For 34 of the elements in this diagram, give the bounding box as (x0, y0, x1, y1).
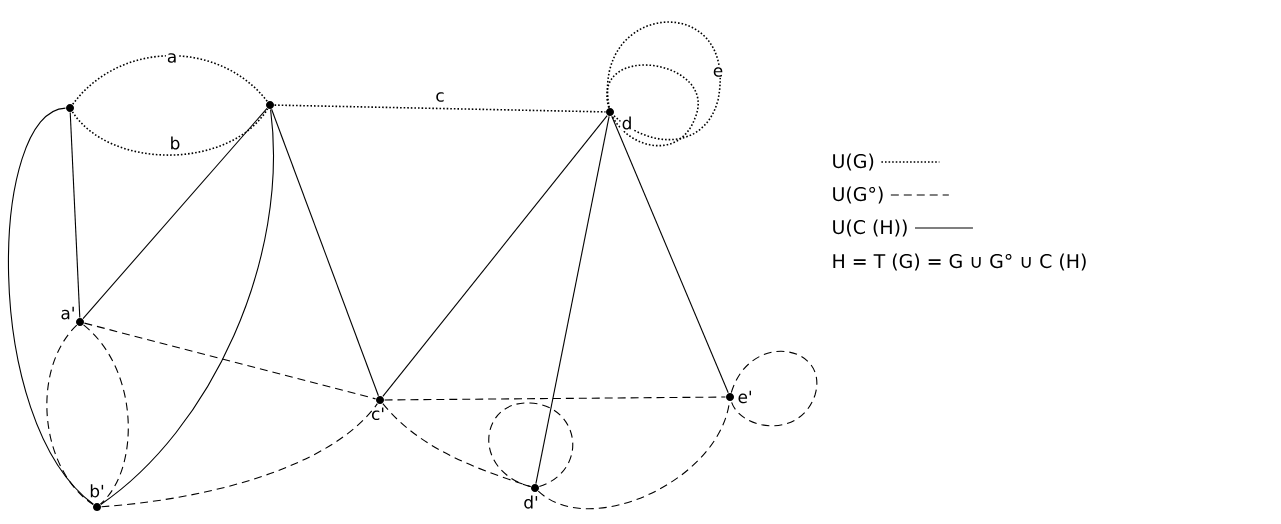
edge-label: e (711, 66, 725, 78)
edge-label: b (168, 135, 182, 151)
edge-line (535, 115, 610, 485)
edge-line (611, 115, 729, 394)
edge-line (101, 403, 378, 508)
vertex-label: e' (738, 390, 751, 404)
vertex-label: d' (524, 495, 538, 509)
legend-entry: U(G) (833, 153, 874, 171)
edge-label: d (620, 115, 634, 131)
edge-label: c (434, 91, 446, 103)
edge-line (8, 107, 94, 505)
vertex-label: c' (371, 407, 384, 421)
equation-text: H = T (G) = G ∪ G° ∪ C (H) (833, 253, 1086, 271)
vertex-label: a' (61, 306, 74, 320)
edge-line (100, 108, 274, 505)
edge-line (83, 324, 129, 505)
edge-line (71, 54, 269, 106)
edge-line (606, 21, 721, 141)
edge-line (83, 322, 377, 400)
edge-line (382, 115, 608, 397)
edge-label: a (165, 52, 179, 64)
edge-line (384, 396, 726, 401)
edge-line (69, 112, 81, 318)
edge-line (730, 351, 818, 427)
vertex-label: b' (90, 484, 104, 498)
edge-line (82, 107, 268, 320)
edge-line (71, 108, 269, 156)
edge-line (46, 324, 94, 506)
edge-line (273, 104, 607, 113)
edge-line (488, 402, 574, 488)
legend-entry: U(G°) (833, 186, 883, 204)
edge-line (606, 64, 699, 147)
edge-line (271, 108, 379, 397)
legend-entry: U(C (H)) (833, 219, 907, 237)
